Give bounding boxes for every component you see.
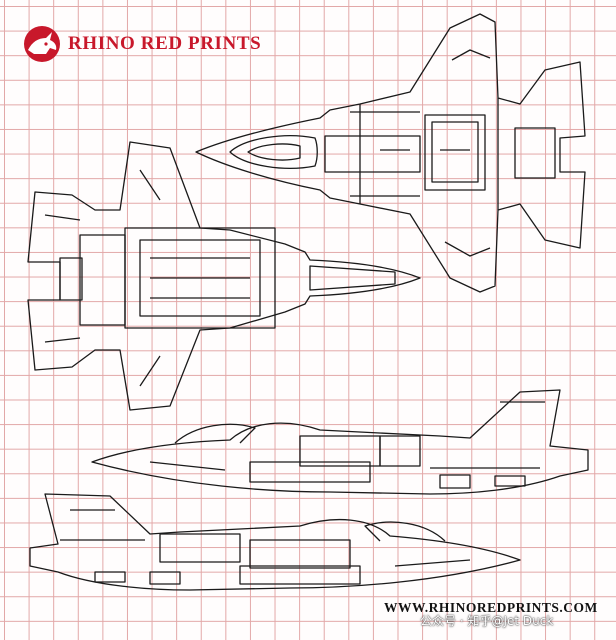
brand-header: RHINO RED PRINTS — [22, 24, 261, 64]
side-view-upper-drawing — [91, 389, 589, 495]
website-url: WWW.RHINOREDPRINTS.COM — [384, 600, 598, 615]
bottom-view-drawing — [27, 141, 421, 411]
top-view-drawing — [195, 13, 586, 293]
rhino-head-icon — [24, 26, 60, 62]
side-view-lower-drawing — [29, 493, 521, 591]
watermark-text: 公众号 · 知乎@Jet Duck — [420, 614, 554, 628]
brand-name: RHINO RED PRINTS — [68, 33, 262, 54]
